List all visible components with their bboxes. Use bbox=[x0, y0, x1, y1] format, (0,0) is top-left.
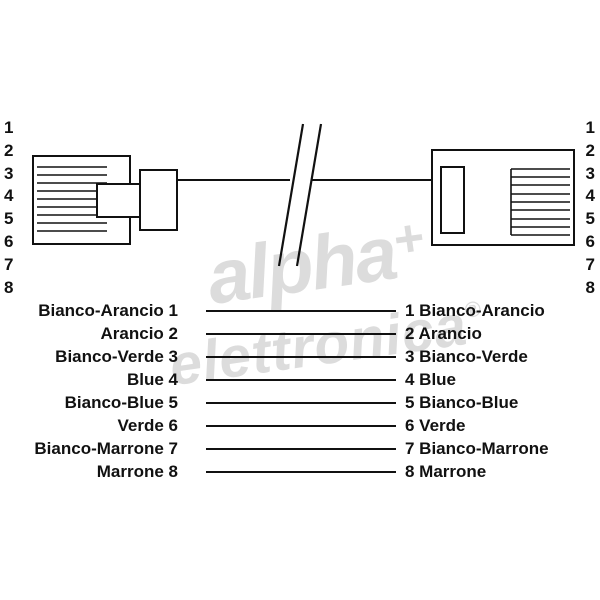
right-pin-numbers: 1 2 3 4 5 6 7 8 bbox=[586, 117, 595, 299]
wire-label-right: 4 Blue bbox=[405, 370, 457, 390]
wire-connection-line bbox=[206, 402, 396, 404]
left-rj45-connector bbox=[32, 155, 178, 245]
wire-row-5: Bianco-Blue 5 5 Bianco-Blue bbox=[0, 392, 600, 415]
wire-label-right: 6 Verde bbox=[405, 415, 466, 435]
left-pin-2: 2 bbox=[4, 140, 14, 160]
right-rj45-connector bbox=[431, 149, 575, 246]
right-pin-4: 4 bbox=[585, 186, 595, 206]
right-pin-2: 2 bbox=[585, 140, 595, 160]
wire-row-3: Bianco-Verde 3 3 Bianco-Verde bbox=[0, 346, 600, 369]
left-connector-pins bbox=[37, 166, 107, 232]
right-connector-latch bbox=[440, 166, 465, 234]
cable bbox=[177, 123, 432, 267]
wire-label-right: 8 Marrone bbox=[405, 461, 487, 481]
left-pin-numbers: 1 2 3 4 5 6 7 8 bbox=[4, 117, 13, 299]
wire-connection-line bbox=[206, 424, 396, 427]
wire-connection-line bbox=[206, 447, 396, 450]
wire-label-right: 3 Bianco-Verde bbox=[405, 347, 528, 367]
wire-connection-line bbox=[206, 333, 396, 336]
right-pin-7: 7 bbox=[585, 254, 595, 274]
wire-label-left: Arancio 2 bbox=[100, 324, 178, 344]
wire-label-right: 7 Bianco-Marrone bbox=[405, 438, 549, 458]
wire-connection-line bbox=[206, 310, 396, 313]
wire-row-4: Blue 4 4 Blue bbox=[0, 369, 600, 392]
wire-row-6: Verde 6 6 Verde bbox=[0, 414, 600, 437]
wire-row-2: Arancio 2 2 Arancio bbox=[0, 323, 600, 346]
wire-label-left: Blue 4 bbox=[126, 370, 178, 390]
wire-label-right: 2 Arancio bbox=[405, 324, 482, 344]
wiring-table: Bianco-Arancio 1 1 Bianco-Arancio Aranci… bbox=[0, 300, 600, 483]
right-pin-8: 8 bbox=[585, 277, 595, 297]
wire-row-8: Marrone 8 8 Marrone bbox=[0, 460, 600, 483]
wire-label-left: Marrone 8 bbox=[96, 461, 178, 481]
right-pin-5: 5 bbox=[585, 209, 595, 229]
left-pin-1: 1 bbox=[4, 118, 14, 137]
left-pin-3: 3 bbox=[4, 163, 14, 183]
wire-label-left: Bianco-Arancio 1 bbox=[38, 301, 178, 321]
right-pin-6: 6 bbox=[585, 231, 595, 251]
wire-label-right: 1 Bianco-Arancio bbox=[405, 301, 545, 321]
right-pin-3: 3 bbox=[585, 163, 595, 183]
wire-label-left: Bianco-Marrone 7 bbox=[34, 438, 178, 458]
right-pin-1: 1 bbox=[585, 118, 595, 137]
wire-row-1: Bianco-Arancio 1 1 Bianco-Arancio bbox=[0, 300, 600, 323]
wire-label-left: Verde 6 bbox=[117, 415, 179, 435]
wire-row-7: Bianco-Marrone 7 7 Bianco-Marrone bbox=[0, 437, 600, 460]
left-connector-latch bbox=[96, 183, 141, 218]
left-pin-5: 5 bbox=[4, 209, 14, 229]
wire-connection-line bbox=[206, 356, 396, 359]
left-pin-7: 7 bbox=[4, 254, 14, 274]
wire-connection-line bbox=[206, 379, 396, 382]
left-connector-boot bbox=[139, 169, 178, 231]
right-connector-pins bbox=[510, 168, 570, 236]
wire-connection-line bbox=[206, 470, 396, 473]
left-pin-6: 6 bbox=[4, 231, 14, 251]
wire-label-left: Bianco-Verde 3 bbox=[55, 347, 178, 367]
wire-label-left: Bianco-Blue 5 bbox=[64, 393, 178, 412]
left-pin-8: 8 bbox=[4, 277, 14, 297]
connector-schematic bbox=[32, 123, 575, 267]
left-pin-4: 4 bbox=[4, 186, 14, 206]
cable-break-icon bbox=[277, 123, 323, 267]
wire-label-right: 5 Bianco-Blue bbox=[405, 393, 519, 412]
